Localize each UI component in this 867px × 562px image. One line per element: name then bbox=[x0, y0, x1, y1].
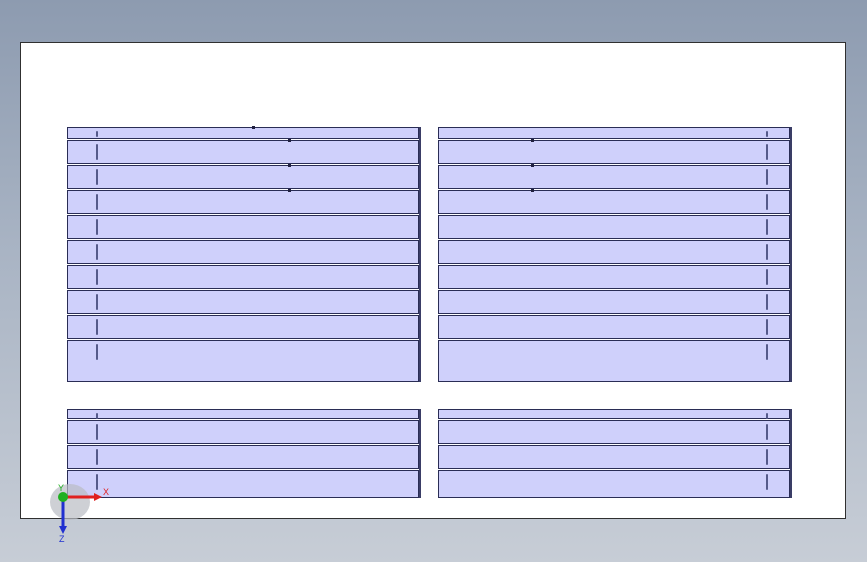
y-axis-dot bbox=[58, 492, 68, 502]
bolt-slot bbox=[766, 219, 768, 235]
panel-top-left[interactable] bbox=[67, 126, 421, 382]
slat[interactable] bbox=[438, 409, 790, 419]
bolt-slot bbox=[96, 319, 98, 335]
bolt-slot bbox=[96, 413, 98, 419]
slat[interactable] bbox=[438, 470, 790, 498]
slat[interactable] bbox=[67, 290, 419, 314]
panel-edge-shadow bbox=[790, 127, 792, 382]
bolt-slot bbox=[766, 131, 768, 137]
slat[interactable] bbox=[67, 215, 419, 239]
slat[interactable] bbox=[67, 420, 419, 444]
triad-svg: X Y Z bbox=[50, 483, 109, 544]
edge-marker bbox=[288, 139, 291, 142]
bolt-slot bbox=[766, 244, 768, 260]
slat[interactable] bbox=[67, 409, 419, 419]
x-axis-arrow bbox=[94, 493, 102, 501]
z-axis-label: Z bbox=[59, 534, 65, 544]
slat[interactable] bbox=[67, 164, 419, 189]
slat[interactable] bbox=[67, 340, 419, 382]
slat[interactable] bbox=[438, 164, 790, 189]
y-axis-label: Y bbox=[58, 483, 64, 493]
slat[interactable] bbox=[438, 189, 790, 214]
slat[interactable] bbox=[438, 445, 790, 469]
panel-edge-shadow bbox=[790, 409, 792, 498]
edge-marker bbox=[531, 164, 534, 167]
slat[interactable] bbox=[438, 139, 790, 164]
edge-marker bbox=[531, 139, 534, 142]
slat[interactable] bbox=[438, 127, 790, 139]
bolt-slot bbox=[766, 169, 768, 185]
slat[interactable] bbox=[67, 265, 419, 289]
bolt-slot bbox=[766, 424, 768, 440]
slat[interactable] bbox=[438, 215, 790, 239]
slat[interactable] bbox=[67, 139, 419, 164]
edge-marker bbox=[288, 164, 291, 167]
bolt-slot bbox=[766, 194, 768, 210]
panel-edge-shadow bbox=[419, 127, 421, 382]
z-axis-arrow bbox=[59, 526, 67, 534]
bolt-slot bbox=[766, 474, 768, 490]
edge-marker bbox=[531, 189, 534, 192]
slat[interactable] bbox=[67, 240, 419, 264]
bolt-slot bbox=[766, 344, 768, 360]
slat[interactable] bbox=[67, 126, 419, 139]
bolt-slot bbox=[96, 144, 98, 160]
bolt-slot bbox=[96, 244, 98, 260]
bolt-slot bbox=[766, 294, 768, 310]
panel-bottom-left[interactable] bbox=[67, 409, 421, 498]
panel-edge-shadow bbox=[419, 409, 421, 498]
edge-marker bbox=[252, 126, 255, 129]
slat[interactable] bbox=[438, 265, 790, 289]
bolt-slot bbox=[96, 131, 98, 137]
slat[interactable] bbox=[438, 420, 790, 444]
slat[interactable] bbox=[67, 189, 419, 214]
bolt-slot bbox=[96, 219, 98, 235]
bolt-slot bbox=[766, 319, 768, 335]
bolt-slot bbox=[96, 344, 98, 360]
slat[interactable] bbox=[67, 315, 419, 339]
bolt-slot bbox=[96, 269, 98, 285]
slat[interactable] bbox=[438, 290, 790, 314]
bolt-slot bbox=[96, 194, 98, 210]
panel-top-right[interactable] bbox=[438, 127, 792, 382]
triad-shadow bbox=[50, 484, 90, 520]
slat[interactable] bbox=[67, 470, 419, 498]
bolt-slot bbox=[96, 169, 98, 185]
bolt-slot bbox=[766, 144, 768, 160]
slat[interactable] bbox=[438, 240, 790, 264]
slat[interactable] bbox=[438, 340, 790, 382]
edge-marker bbox=[288, 189, 291, 192]
x-axis-label: X bbox=[103, 487, 109, 497]
bolt-slot bbox=[766, 449, 768, 465]
bolt-slot bbox=[96, 294, 98, 310]
slat[interactable] bbox=[438, 315, 790, 339]
bolt-slot bbox=[766, 269, 768, 285]
panel-bottom-right[interactable] bbox=[438, 409, 792, 498]
bolt-slot bbox=[96, 424, 98, 440]
coordinate-triad: X Y Z bbox=[48, 482, 118, 544]
bolt-slot bbox=[766, 413, 768, 419]
bolt-slot bbox=[96, 474, 98, 490]
bolt-slot bbox=[96, 449, 98, 465]
slat[interactable] bbox=[67, 445, 419, 469]
